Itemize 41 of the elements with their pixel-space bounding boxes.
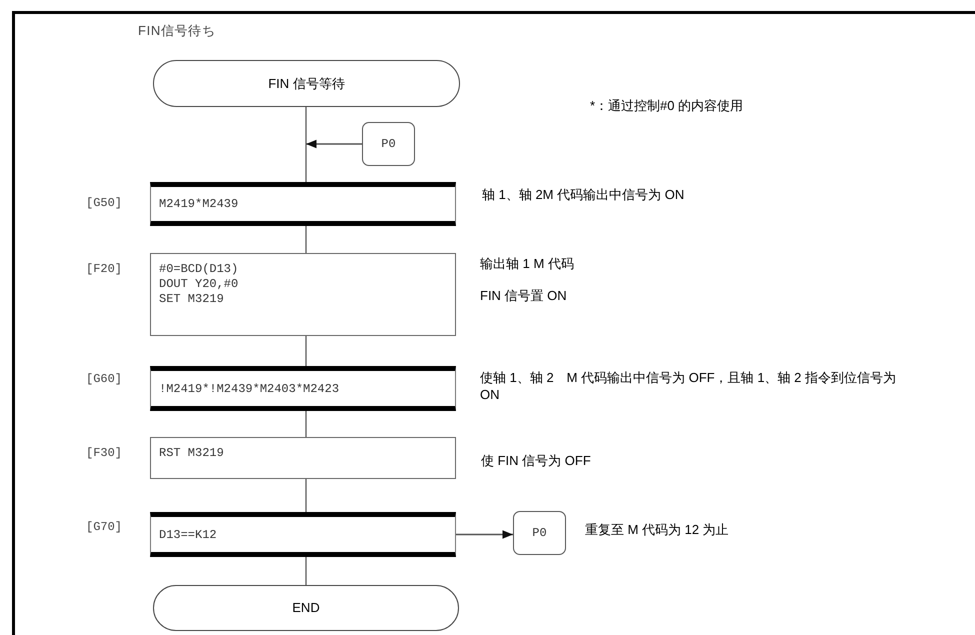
arrow [306, 140, 362, 148]
description-text: 使 FIN 信号为 OFF [481, 452, 592, 469]
flow-line [305, 411, 307, 437]
description-text: 轴 1、轴 2M 代码输出中信号为 ON [482, 186, 686, 203]
node-text: M2419*M2439 [159, 196, 240, 213]
process-box [150, 253, 456, 336]
code-line: #0=BCD(D13) [159, 262, 240, 277]
terminal-shape [153, 60, 460, 107]
node-text: P0 [381, 136, 396, 153]
arrow [456, 530, 513, 539]
step-label: [G60] [86, 371, 124, 388]
terminal-shape [153, 585, 459, 631]
flow-line [305, 479, 307, 512]
node-text: D13==K12 [159, 526, 218, 544]
step-label: [G70] [86, 519, 124, 536]
step-label: [F30] [86, 445, 124, 462]
node-text: P0 [532, 525, 547, 542]
description-text: 重复至 M 代码为 12 为止 [585, 521, 730, 538]
condition-box [150, 366, 456, 411]
description-text: 输出轴 1 M 代码 [480, 255, 575, 272]
code-line: SET M3219 [159, 292, 225, 307]
connector-box [513, 511, 566, 555]
process-box [150, 437, 456, 479]
flow-line [305, 336, 307, 366]
flow-line [305, 226, 307, 253]
connector-box [362, 122, 415, 166]
description-text: 使轴 1、轴 2 M 代码输出中信号为 OFF，且轴 1、轴 2 指令到位信号为 ON [480, 369, 898, 403]
note-text: *：通过控制#0 的内容使用 [590, 97, 744, 115]
step-label: [F20] [86, 261, 124, 278]
condition-box [150, 512, 456, 557]
node-text: END [292, 599, 320, 618]
description-text: FIN 信号置 ON [480, 287, 568, 304]
flow-line [305, 557, 307, 585]
node-text: !M2419*!M2439*M2403*M2423 [159, 380, 340, 398]
condition-box [150, 182, 456, 226]
code-line: DOUT Y20,#0 [159, 277, 240, 292]
node-text: RST M3219 [159, 446, 225, 461]
step-label: [G50] [86, 195, 124, 212]
title: FIN信号待ち [138, 22, 216, 40]
node-text: FIN 信号等待 [268, 74, 345, 93]
flow-line [305, 107, 307, 182]
